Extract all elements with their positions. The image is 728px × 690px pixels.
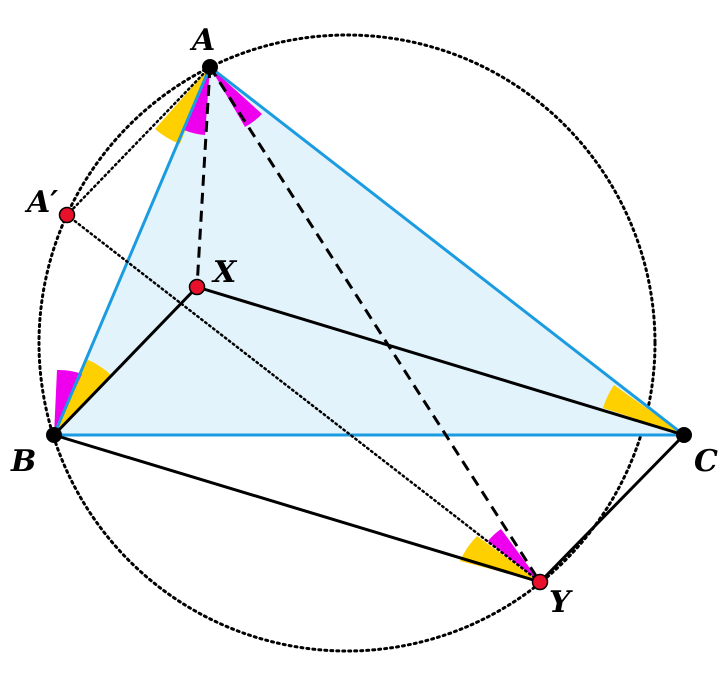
point-c [676,427,692,443]
segment-a-aprime [65,65,212,217]
angle-marker-y-magenta [488,529,540,582]
label-b: B [10,444,36,479]
label-a: A [189,23,215,58]
segment-a-x [195,66,212,288]
segment-b-y [53,433,541,584]
segment-aprime-y [65,213,542,584]
segment-x-c [196,285,685,437]
triangle-abc-fill [54,67,684,435]
angle-marker-y-yellow [460,536,540,582]
point-a [202,59,218,75]
label-y: Y [549,585,573,620]
angle-marker-a-magenta-right [210,67,262,127]
point-x [188,278,206,296]
segment-c-y [538,433,686,584]
segment-b-x [52,285,199,437]
point-b [46,427,62,443]
triangle-abc-edges [52,65,686,437]
point-y [531,573,549,591]
circumcircle [37,33,657,653]
point-a-prime [58,206,76,224]
label-x: X [211,255,238,290]
angle-marker-a-yellow [155,67,210,144]
label-a-prime: A′ [24,185,58,220]
label-c: C [694,444,718,479]
angle-marker-c-yellow [603,385,684,435]
angle-marker-b-yellow [54,359,112,435]
segment-a-y [208,66,542,583]
